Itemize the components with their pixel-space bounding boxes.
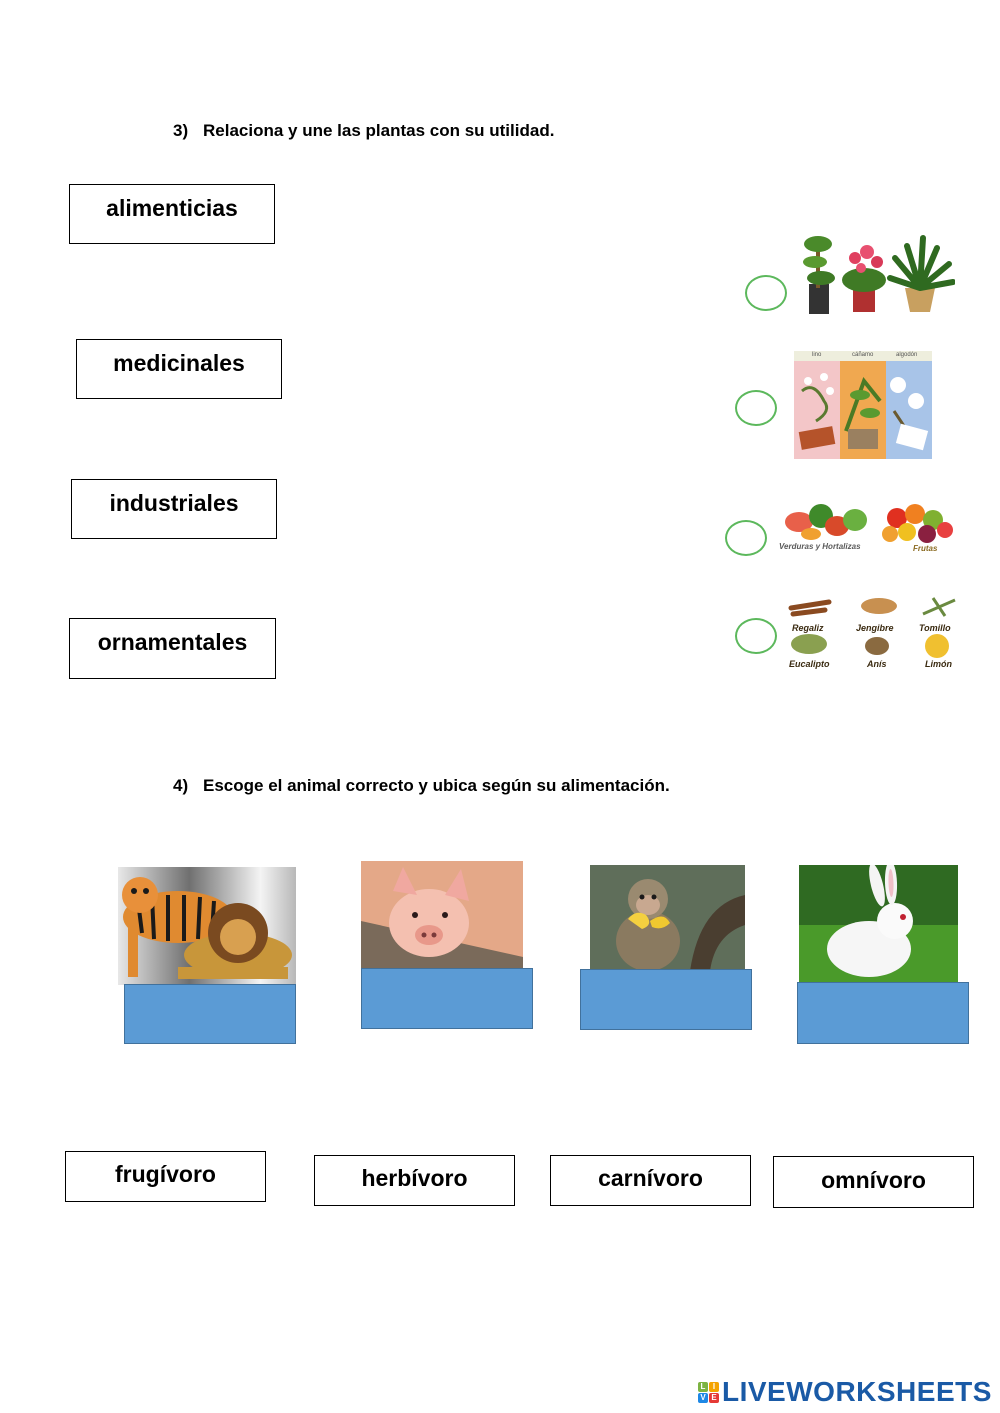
section-4-instruction: Escoge el animal correcto y ubica según … bbox=[203, 776, 670, 795]
industrial-plants-image: lino cáñamo algodón bbox=[794, 351, 932, 459]
caption-algodon: algodón bbox=[896, 352, 918, 358]
pig-image bbox=[361, 861, 523, 969]
caption-frutas: Frutas bbox=[913, 544, 938, 553]
drop-zone-1[interactable] bbox=[124, 984, 296, 1044]
drop-zone-2[interactable] bbox=[361, 968, 533, 1029]
logo-mark-icon: L I V E bbox=[698, 1381, 719, 1403]
option-carnivoro[interactable]: carnívoro bbox=[550, 1155, 751, 1206]
label-alimenticias[interactable]: alimenticias bbox=[69, 184, 275, 244]
label-ornamentales-text: ornamentales bbox=[97, 629, 248, 655]
drop-zone-4[interactable] bbox=[797, 982, 969, 1044]
logo-mark-i: I bbox=[709, 1381, 719, 1392]
caption-regaliz: Regaliz bbox=[792, 623, 824, 633]
food-plants-image: Verduras y Hortalizas Frutas bbox=[775, 498, 963, 564]
medicinal-plants-image: Regaliz Jengibre Tomillo Eucalipto Anís … bbox=[785, 594, 960, 672]
caption-lino: lino bbox=[812, 352, 822, 358]
option-carnivoro-text: carnívoro bbox=[598, 1165, 703, 1191]
answer-circle-4[interactable] bbox=[735, 618, 777, 654]
caption-anis: Anís bbox=[867, 659, 887, 669]
logo-mark-v: V bbox=[698, 1392, 708, 1403]
logo-text: LIVEWORKSHEETS bbox=[722, 1376, 992, 1407]
ornamental-plants-image bbox=[795, 228, 955, 318]
answer-circle-3[interactable] bbox=[725, 520, 767, 556]
option-frugivoro[interactable]: frugívoro bbox=[65, 1151, 266, 1202]
option-omnivoro-text: omnívoro bbox=[821, 1167, 926, 1193]
option-omnivoro[interactable]: omnívoro bbox=[773, 1156, 974, 1208]
section-3-instruction: Relaciona y une las plantas con su utili… bbox=[203, 121, 555, 140]
label-ornamentales[interactable]: ornamentales bbox=[69, 618, 276, 679]
caption-eucalipto: Eucalipto bbox=[789, 659, 830, 669]
answer-circle-1[interactable] bbox=[745, 275, 787, 311]
label-industriales-text: industriales bbox=[109, 490, 239, 516]
option-frugivoro-text: frugívoro bbox=[115, 1161, 216, 1187]
tiger-lion-image bbox=[118, 867, 296, 985]
caption-canamo: cáñamo bbox=[852, 352, 874, 358]
liveworksheets-logo: L I V E LIVEWORKSHEETS bbox=[698, 1376, 992, 1408]
caption-verduras: Verduras y Hortalizas bbox=[779, 542, 861, 551]
rabbit-image bbox=[799, 865, 958, 983]
caption-limon: Limón bbox=[925, 659, 952, 669]
label-alimenticias-text: alimenticias bbox=[106, 195, 238, 221]
option-herbivoro[interactable]: herbívoro bbox=[314, 1155, 515, 1206]
caption-tomillo: Tomillo bbox=[919, 623, 951, 633]
section-3-heading: 3) Relaciona y une las plantas con su uti… bbox=[173, 121, 554, 141]
section-4-number: 4) bbox=[173, 776, 189, 795]
label-industriales[interactable]: industriales bbox=[71, 479, 277, 539]
option-herbivoro-text: herbívoro bbox=[361, 1165, 468, 1191]
caption-jengibre: Jengibre bbox=[856, 623, 894, 633]
label-medicinales[interactable]: medicinales bbox=[76, 339, 282, 399]
logo-mark-l: L bbox=[698, 1381, 708, 1392]
drop-zone-3[interactable] bbox=[580, 969, 752, 1030]
monkey-image bbox=[590, 865, 745, 971]
answer-circle-2[interactable] bbox=[735, 390, 777, 426]
label-medicinales-text: medicinales bbox=[113, 350, 245, 376]
section-4-heading: 4) Escoge el animal correcto y ubica segú… bbox=[173, 776, 670, 796]
section-3-number: 3) bbox=[173, 121, 189, 140]
logo-mark-e: E bbox=[709, 1392, 719, 1403]
